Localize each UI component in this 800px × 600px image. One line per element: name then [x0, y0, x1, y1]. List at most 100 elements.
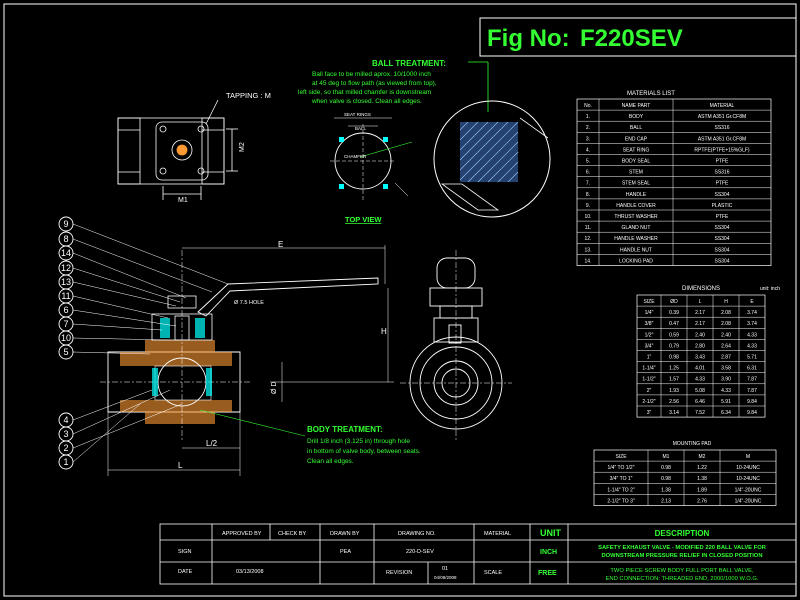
materials-cell: PTFE	[716, 214, 729, 220]
tb-revision-date: 04/09/2008	[434, 575, 457, 580]
dimensions-cell: 2.17	[695, 321, 705, 327]
dimensions-cell: 2.40	[695, 332, 705, 338]
materials-cell: SS304	[714, 258, 729, 264]
dimensions-cell: 2.40	[721, 332, 731, 338]
tb-desc-line-3: TWO PIECE SCREW BODY FULL PORT BALL VALV…	[610, 568, 754, 574]
dim-m2: M2	[239, 142, 246, 152]
balloon-10: 10	[61, 333, 71, 343]
mounting-pad-cell: 2-1/2" TO 3"	[607, 498, 634, 504]
valve-end-view	[400, 250, 512, 440]
ball-treatment-title: BALL TREATMENT:	[372, 59, 446, 68]
dimensions-cell: 2"	[647, 388, 652, 394]
body-treatment-note: BODY TREATMENT: Drill 1/8 inch (3.125 in…	[199, 409, 421, 465]
materials-cell: STEM	[629, 170, 643, 176]
tb-desc-line-2: DOWNSTREAM PRESSURE RELIEF IN CLOSED POS…	[601, 553, 762, 559]
tb-material: MATERIAL	[484, 531, 511, 537]
materials-header-cell: MATERIAL	[710, 103, 735, 109]
tb-approved-by: APPROVED BY	[222, 531, 262, 537]
materials-cell: 14.	[585, 258, 592, 264]
tb-revision-value: 01	[442, 566, 448, 572]
dimensions-cell: 2.64	[721, 343, 731, 349]
ball-treatment-line-2: at 45 deg to flow path (as viewed from t…	[312, 80, 437, 87]
dimensions-cell: 6.34	[721, 410, 731, 416]
materials-cell: PTFE	[716, 181, 729, 187]
materials-cell: HANDLE	[626, 192, 647, 198]
dimensions-header-cell: E	[750, 299, 754, 305]
balloon-1: 1	[63, 457, 68, 467]
dimensions-cell: 4.33	[695, 377, 705, 383]
tb-drawing-no: DRAWING NO.	[398, 531, 436, 537]
mounting-pad-title: MOUNTING PAD	[673, 441, 712, 447]
mounting-pad-view	[117, 99, 238, 200]
dimensions-cell: 1-1/4"	[642, 366, 655, 372]
mounting-pad-cell: 1.22	[697, 465, 707, 471]
body-treatment-title: BODY TREATMENT:	[307, 425, 383, 434]
tb-revision-label: REVISION	[386, 570, 412, 576]
dimensions-cell: 1-1/2"	[642, 377, 655, 383]
materials-cell: SS316	[714, 125, 729, 131]
dimensions-cell: 0.59	[669, 332, 679, 338]
dimensions-cell: 4.33	[721, 388, 731, 394]
tb-check-by: CHECK BY	[278, 531, 306, 537]
dimensions-cell: 1"	[647, 354, 652, 360]
materials-cell: END CAP	[625, 136, 648, 142]
tapping-label: TAPPING : M	[226, 91, 271, 100]
tb-scale-label: SCALE	[484, 570, 502, 576]
sheet-border	[3, 3, 797, 597]
dimensions-cell: 3/4"	[645, 343, 654, 349]
dimensions-cell: 9.84	[747, 410, 757, 416]
tb-desc-line-1: SAFETY EXHAUST VALVE - MODIFIED 220 BALL…	[598, 545, 767, 551]
top-view-ball: BALL	[355, 126, 367, 131]
fig-label: Fig No:	[487, 25, 570, 52]
ball-treatment-line-4: when valve is closed. Clean all edges.	[311, 98, 422, 105]
ball-treatment-line-3: left side, so that milled chamfer is dow…	[298, 89, 431, 96]
balloon-12: 12	[61, 263, 71, 273]
dimensions-header-cell: L	[699, 299, 702, 305]
dimensions-cell: 7.87	[747, 388, 757, 394]
materials-cell: SS304	[714, 192, 729, 198]
dimensions-cell: 1.57	[669, 377, 679, 383]
materials-cell: SS304	[714, 225, 729, 231]
dim-h: H	[381, 327, 387, 336]
mounting-pad-cell: 10-24UNC	[736, 476, 760, 482]
dimensions-cell: 3.74	[747, 321, 757, 327]
materials-cell: THRUST WASHER	[614, 214, 658, 220]
dimensions-cell: 6.46	[695, 399, 705, 405]
dimensions-cell: 3/8"	[645, 321, 654, 327]
materials-cell: SS304	[714, 236, 729, 242]
materials-cell: 1.	[586, 114, 590, 120]
materials-cell: 6.	[586, 170, 590, 176]
dimensions-header-cell: H	[724, 299, 728, 305]
dimensions-cell: 1.25	[669, 366, 679, 372]
hole-note: Ø 7.5 HOLE	[234, 300, 264, 306]
tb-unit-value: INCH	[540, 549, 557, 556]
balloon-13: 13	[61, 277, 71, 287]
materials-cell: LOCKING PAD	[619, 258, 653, 264]
dimensions-header-cell: ØD	[670, 299, 678, 305]
mounting-pad-cell: 2.13	[661, 498, 671, 504]
dimensions-cell: 5.71	[747, 354, 757, 360]
materials-cell: SS316	[714, 170, 729, 176]
materials-cell: 5.	[586, 158, 590, 164]
mounting-pad-header-cell: M	[746, 454, 750, 460]
materials-cell: HANDLE WASHER	[614, 236, 658, 242]
materials-cell: 7.	[586, 181, 590, 187]
title-block	[159, 523, 797, 585]
dimensions-cell: 6.31	[747, 366, 757, 372]
dimensions-cell: 3.43	[695, 354, 705, 360]
mounting-pad-cell: 0.98	[661, 465, 671, 471]
ball-treatment-line-1: Ball face to be milled aprox. 10/1000 in…	[312, 71, 431, 78]
ball-treatment-note: BALL TREATMENT: Ball face to be milled a…	[298, 59, 489, 112]
dimensions-cell: 3.14	[669, 410, 679, 416]
dimensions-cell: 2.08	[721, 321, 731, 327]
dimensions-unit-note: unit: inch	[760, 286, 780, 292]
dimensions-cell: 1/2"	[645, 332, 654, 338]
materials-cell: 8.	[586, 192, 590, 198]
dimensions-cell: 3.58	[721, 366, 731, 372]
dimensions-frame	[636, 294, 766, 418]
materials-cell: STEM SEAL	[622, 181, 650, 187]
dimensions-cell: 2.56	[669, 399, 679, 405]
